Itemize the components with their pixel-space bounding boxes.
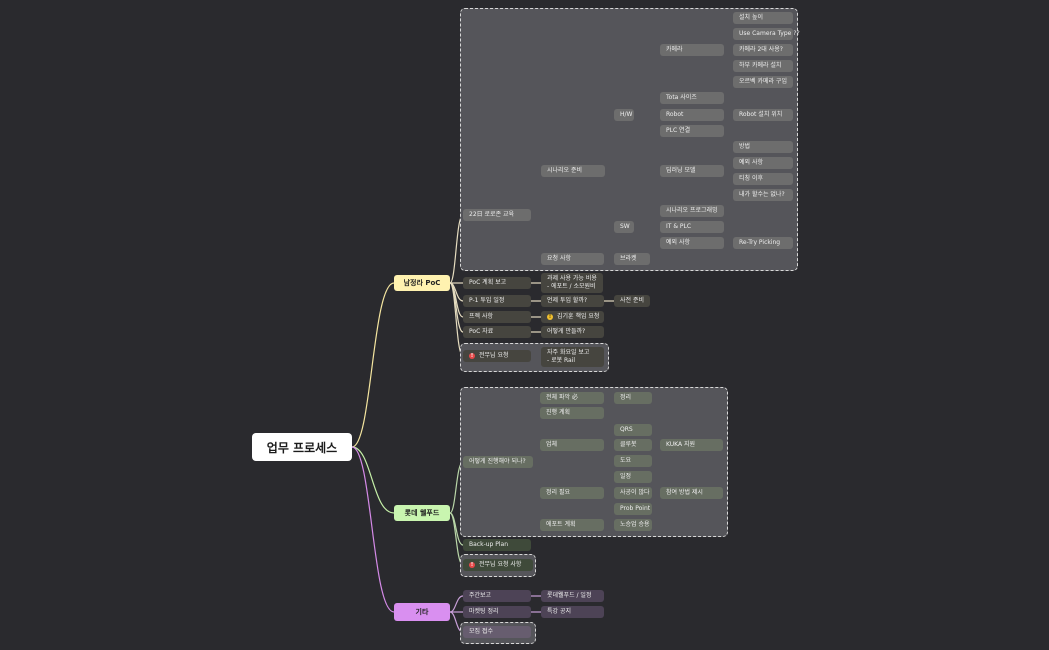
node-progress[interactable]: 진행 계획 [540,407,604,419]
node-organize[interactable]: 정리 [614,392,652,404]
node-poc-doc-question[interactable]: 어떻게 만들까? [541,326,604,338]
node-p1-when[interactable]: 언제 투입 할까? [541,295,604,307]
node-marketing[interactable]: 마켓팅 정리 [463,606,531,618]
node-vendor[interactable]: 업체 [540,439,604,451]
branch-lotte[interactable]: 롯데 웰푸드 [394,505,450,521]
node-exec-request-detail[interactable]: 자주 화요일 보고 - 로봇 Rail [541,347,604,367]
node-need-item-3[interactable]: Prob Point [614,503,652,515]
node-propose[interactable]: 참여 방법 제시 [660,487,723,499]
node-need[interactable]: 정리 필요 [540,487,604,499]
node-camera-item-3[interactable]: 카메라 2대 사용? [733,44,793,56]
node-scenario[interactable]: 시나리오 준비 [541,165,605,177]
node-check-note[interactable]: ! 김기훈 책임 요청 [541,311,604,323]
node-sw-item-1[interactable]: 시나리오 프로그래밍 [660,205,724,217]
node-vendor-item-1[interactable]: QRS [614,424,652,436]
node-dl-item-4[interactable]: 내가 할수는 없나? [733,189,793,201]
node-vendor-item-2[interactable]: 클루봇 [614,439,652,451]
node-sw-item-2[interactable]: IT & PLC [660,221,724,233]
node-dl-item-2[interactable]: 예외 사항 [733,157,793,169]
alert-icon: ! [469,352,475,359]
info-icon: ! [547,313,553,320]
node-approval[interactable]: 노승업 승용 [614,519,652,531]
node-sw-item-3[interactable]: 예외 사항 [660,237,724,249]
node-poc-doc[interactable]: PoC 자료 [463,326,531,338]
exec-request-text: 전무님 요청 [479,352,509,359]
node-dl-item-3[interactable]: 티칭 이후 [733,173,793,185]
node-plan-report[interactable]: PoC 계획 보고 [463,277,531,289]
node-kuka[interactable]: KUKA 지원 [660,439,723,451]
alert-icon: ! [469,561,475,568]
node-how[interactable]: 어떻게 진행해야 되나? [463,456,533,468]
node-camera-item-5[interactable]: 오르벡 카메라 구입 [733,76,793,88]
node-vendor-item-3[interactable]: 도요 [614,455,652,467]
node-weekly[interactable]: 주간보고 [463,590,531,602]
node-lotte-exec-request[interactable]: ! 전무님 요청 사항 [463,559,533,571]
node-bracket[interactable]: 브라켓 [614,253,650,265]
branch-poc[interactable]: 남정라 PoC [394,275,450,291]
node-robot[interactable]: Robot [660,109,724,121]
node-camera[interactable]: 카메라 [660,44,724,56]
node-training[interactable]: 22日 로로존 교육 [463,209,531,221]
node-effort[interactable]: 에포트 계획 [540,519,604,531]
node-preparation[interactable]: 사전 준비 [614,295,650,307]
root-topic[interactable]: 업무 프로세스 [252,433,352,461]
node-grasp[interactable]: 전체 파악 必 [540,392,604,404]
node-hw[interactable]: H/W [614,109,634,121]
node-check[interactable]: 프젝 사항 [463,311,531,323]
node-retry[interactable]: Re-Try Picking [733,237,793,249]
node-need-item-2[interactable]: 사공이 많다 [614,487,652,499]
node-request[interactable]: 요청 사항 [541,253,604,265]
node-camera-item-2[interactable]: Use Camera Type ?? [733,28,800,40]
node-exec-request[interactable]: ! 전무님 요청 [463,350,531,362]
check-note-text: 김기훈 책임 요청 [557,313,600,320]
node-dl-item-1[interactable]: 방법 [733,141,793,153]
node-budget[interactable]: 모집 접수 [463,626,531,638]
node-robot-position[interactable]: Robot 설치 위치 [733,109,793,121]
branch-etc[interactable]: 기타 [394,603,450,621]
lotte-exec-request-text: 전무님 요청 사항 [479,561,522,568]
node-plc[interactable]: PLC 연결 [660,125,724,137]
node-tote[interactable]: Tota 사이즈 [660,92,724,104]
node-camera-item-1[interactable]: 설치 높이 [733,12,793,24]
node-camera-item-4[interactable]: 하부 카메라 설치 [733,60,793,72]
node-p1-schedule[interactable]: P-1 투입 일정 [463,295,531,307]
node-plan-detail[interactable]: 과제 사용 가능 비용 - 에포트 / 소모원비 [541,273,603,293]
node-marketing-detail[interactable]: 특강 공지 [541,606,604,618]
node-backup-plan[interactable]: Back-up Plan [463,539,531,551]
node-weekly-detail[interactable]: 롯데웰푸드 / 일정 [541,590,604,602]
node-sw[interactable]: SW [614,221,634,233]
node-need-item-1[interactable]: 일정 [614,471,652,483]
node-dl-model[interactable]: 딥러닝 모델 [660,165,724,177]
